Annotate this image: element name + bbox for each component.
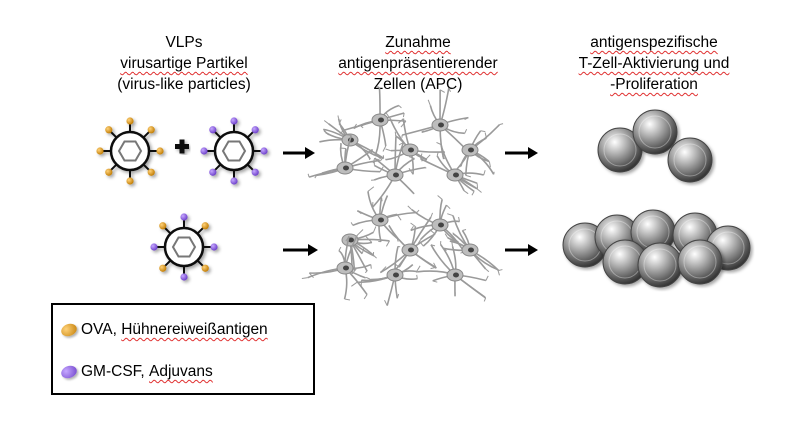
legend-item-ova: OVA, Hühnereiweißantigen — [59, 321, 268, 339]
dendritic-cell — [351, 245, 421, 306]
arrow-right-icon — [283, 244, 318, 256]
ova-ball-icon — [147, 126, 155, 134]
dendritic-cell — [420, 141, 486, 196]
dendritic-cell — [339, 85, 407, 160]
dendritic-cell — [407, 195, 465, 254]
legend-desc: Hühnereiweißantigen — [121, 321, 268, 338]
arrow-right-icon — [505, 244, 538, 256]
title-line: T-Zell-Aktivierung und — [578, 55, 730, 72]
ova-ball-icon — [126, 117, 134, 125]
gmcsf-ball-icon — [230, 177, 238, 185]
hexagon-icon — [117, 140, 143, 162]
vlp-combined — [150, 213, 218, 281]
ova-ball-icon — [147, 168, 155, 176]
legend: OVA, Hühnereiweißantigen GM-CSF, Adjuvan… — [51, 303, 315, 395]
title-tcell: antigenspezifische T-Zell-Aktivierung un… — [534, 32, 774, 95]
gmcsf-ball-icon — [180, 213, 188, 221]
t-cell — [677, 239, 723, 285]
gmcsf-ball-icon — [209, 126, 217, 134]
gmcsf-ball-icon — [180, 273, 188, 281]
legend-label: GM-CSF, — [81, 363, 145, 380]
arrow-right-icon — [505, 147, 538, 159]
hexagon-icon — [171, 236, 197, 258]
gmcsf-bean-icon — [59, 363, 79, 381]
title-line: antigenpräsentierender — [338, 55, 498, 72]
ova-ball-icon — [156, 147, 164, 155]
t-cell — [637, 242, 683, 288]
vlp-capsid — [163, 226, 205, 268]
gmcsf-ball-icon — [150, 243, 158, 251]
title-line: Zunahme — [385, 34, 451, 51]
title-line: antigenspezifische — [590, 34, 718, 51]
vlp-capsid — [213, 130, 255, 172]
dendritic-cell — [453, 123, 504, 178]
ova-ball-icon — [105, 126, 113, 134]
ova-ball-icon — [96, 147, 104, 155]
title-vlps: VLPs virusartige Partikel (virus-like pa… — [64, 32, 304, 95]
title-line: VLPs — [165, 34, 203, 51]
legend-label: OVA, — [81, 321, 117, 338]
vlp-ova — [96, 117, 164, 185]
title-apc: Zunahme antigenpräsentierender Zellen (A… — [298, 32, 538, 95]
vlp-capsid — [109, 130, 151, 172]
gmcsf-ball-icon — [260, 147, 268, 155]
ova-bean-icon — [59, 321, 79, 339]
gmcsf-ball-icon — [210, 243, 218, 251]
t-cell — [667, 137, 713, 183]
hexagon-icon — [221, 140, 247, 162]
dendritic-cell — [318, 115, 385, 162]
dendritic-cell — [385, 112, 446, 175]
title-line: virusartige Partikel — [120, 55, 248, 72]
t-cell — [632, 109, 678, 155]
ova-ball-icon — [201, 264, 209, 272]
dendritic-cell — [307, 134, 384, 179]
title-line: Zellen (APC) — [373, 76, 463, 93]
plus-icon — [175, 139, 189, 154]
gmcsf-ball-icon — [251, 126, 259, 134]
gmcsf-ball-icon — [209, 168, 217, 176]
gmcsf-ball-icon — [200, 147, 208, 155]
dendritic-cell — [350, 186, 420, 243]
ova-ball-icon — [105, 168, 113, 176]
dendritic-cell — [416, 240, 489, 302]
ova-ball-icon — [201, 222, 209, 230]
gmcsf-ball-icon — [251, 168, 259, 176]
title-line: -Proliferation — [610, 76, 698, 93]
dendritic-cell — [442, 213, 503, 276]
dendritic-cell — [301, 229, 372, 301]
ova-ball-icon — [159, 264, 167, 272]
ova-ball-icon — [126, 177, 134, 185]
ova-ball-icon — [159, 222, 167, 230]
legend-desc: Adjuvans — [149, 363, 213, 380]
vlp-gmcsf — [200, 117, 268, 185]
legend-item-gmcsf: GM-CSF, Adjuvans — [59, 363, 213, 381]
title-line: (virus-like particles) — [117, 76, 251, 93]
arrow-right-icon — [283, 147, 315, 159]
gmcsf-ball-icon — [230, 117, 238, 125]
